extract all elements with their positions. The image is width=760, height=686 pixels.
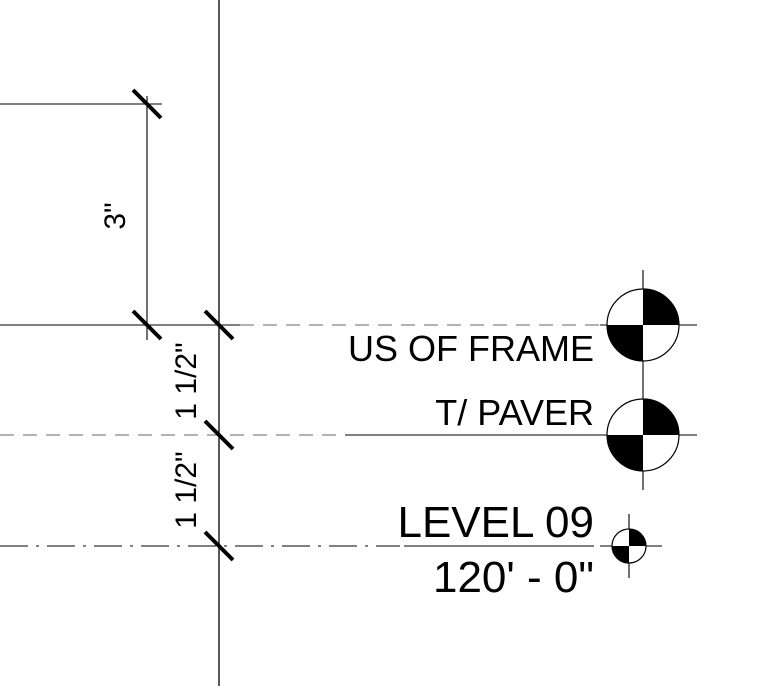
level-elevation: 120' - 0"	[433, 553, 594, 602]
tick-top-dimension-end	[131, 309, 163, 341]
dimension-ticks	[131, 88, 235, 562]
paver-level-label: T/ PAVER	[435, 392, 594, 433]
tick-frame	[203, 309, 235, 341]
frame-datum-marker-icon	[606, 270, 680, 382]
dimension-bottom-text: 1 1/2"	[170, 451, 203, 528]
level-datum-marker-icon	[611, 514, 647, 578]
dimension-middle-text: 1 1/2"	[170, 342, 203, 419]
frame-level-label: US OF FRAME	[348, 328, 594, 369]
tick-paver	[203, 419, 235, 451]
paver-datum-marker-icon	[606, 382, 680, 490]
tick-level	[203, 530, 235, 562]
structure-lines	[0, 0, 220, 686]
tick-top-dimension-start	[131, 88, 163, 120]
level-name: LEVEL 09	[397, 498, 594, 547]
dimension-top-text: 3"	[99, 202, 132, 229]
